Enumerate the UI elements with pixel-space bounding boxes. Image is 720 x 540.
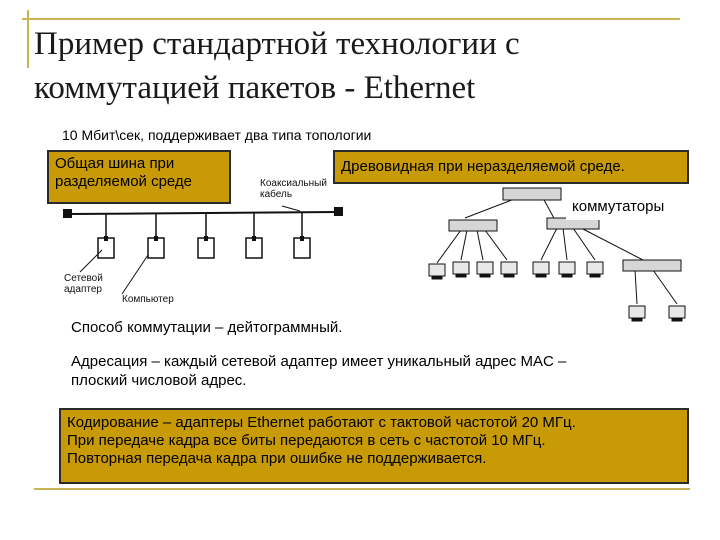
bus-terminator-right xyxy=(334,207,343,216)
bus-nic-marks xyxy=(104,236,304,241)
top-rule xyxy=(22,18,680,20)
left-rule xyxy=(27,10,29,68)
tree-links xyxy=(436,197,678,305)
encoding-text: Кодирование – адаптеры Ethernet работают… xyxy=(67,414,576,467)
switching-method-text: Способ коммутации – дейтограммный. xyxy=(71,319,343,336)
encoding-box: Кодирование – адаптеры Ethernet работают… xyxy=(59,408,689,484)
bus-topology-diagram xyxy=(63,205,343,295)
bus-topology-text: Общая шина при разделяемой среде xyxy=(55,155,193,190)
switches-label: коммутаторы xyxy=(566,196,684,220)
bus-cable xyxy=(69,211,338,215)
cable-leader-line xyxy=(281,205,301,212)
bus-terminator-left xyxy=(63,209,72,218)
bus-drops xyxy=(97,212,311,259)
slide-subtitle: 10 Мбит\сек, поддерживает два типа топол… xyxy=(62,127,372,143)
tree-hosts xyxy=(428,261,686,322)
left-switch xyxy=(448,219,498,232)
bottom-rule xyxy=(34,488,690,490)
tree-topology-diagram xyxy=(428,187,686,322)
cable-label: Коаксиальный кабель xyxy=(260,178,327,200)
computer-label: Компьютер xyxy=(122,294,174,305)
root-switch xyxy=(502,187,562,201)
lower-switch xyxy=(622,259,682,272)
tree-topology-label: Древовидная при неразделяемой среде. xyxy=(333,150,689,184)
addressing-text: Адресация – каждый сетевой адаптер имеет… xyxy=(71,353,567,389)
slide-title: Пример стандартной технологии с коммутац… xyxy=(34,26,520,106)
adapter-label: Сетевой адаптер xyxy=(64,273,103,295)
tree-switches xyxy=(448,187,682,272)
tree-topology-text: Древовидная при неразделяемой среде. xyxy=(341,158,625,175)
switches-text: коммутаторы xyxy=(572,198,665,215)
computer-leader-line xyxy=(121,254,149,295)
bus-topology-label: Общая шина при разделяемой среде xyxy=(47,150,231,204)
adapter-leader-line xyxy=(79,249,103,273)
